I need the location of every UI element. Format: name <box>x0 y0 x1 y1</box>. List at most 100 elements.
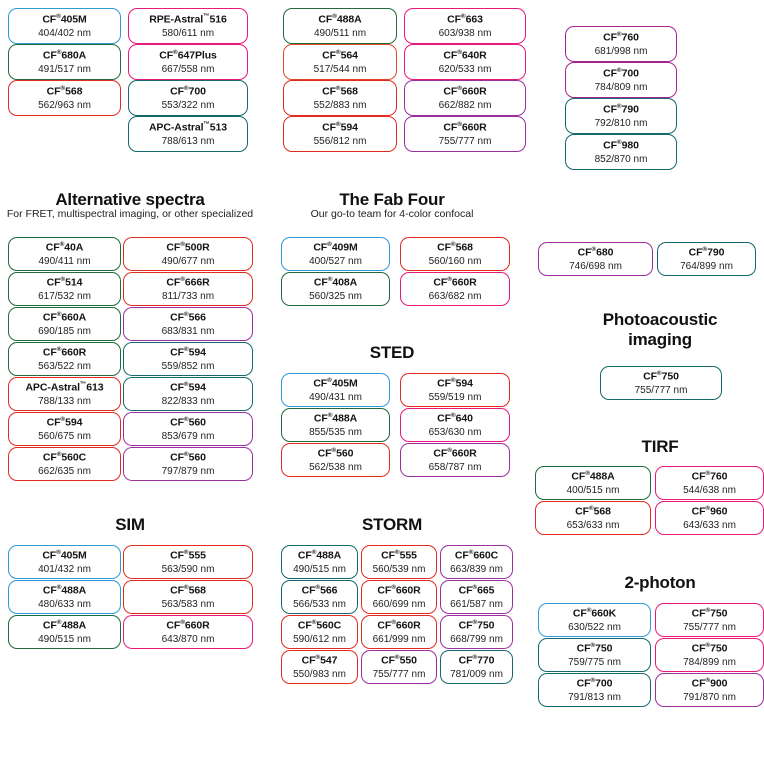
dye-name: CF®640R <box>443 49 486 62</box>
dye-ex-em-spec: 490/515 nm <box>293 563 346 575</box>
dye-ex-em-spec: 590/612 nm <box>293 633 346 645</box>
trademark-symbol: ® <box>335 85 341 93</box>
dye-ex-em-spec: 562/963 nm <box>38 99 91 111</box>
dye-name-base: CF <box>318 13 333 26</box>
dye-name-number: 555 <box>188 549 206 562</box>
dye-name-number: 660R <box>395 619 421 632</box>
trademark-symbol: ® <box>315 654 321 662</box>
dye-name: CF®760 <box>692 470 728 483</box>
dye-ex-em-spec: 563/590 nm <box>161 563 215 575</box>
dye-name: CF®700 <box>170 85 206 98</box>
dye-name-base: CF <box>458 654 473 667</box>
dye-ex-em-spec: 490/411 nm <box>38 255 91 267</box>
dye-name: APC-Astral™613 <box>25 381 103 394</box>
trademark-symbol: ® <box>56 13 61 21</box>
dye-name: CF®488A <box>43 619 86 632</box>
dye-ex-em-spec: 566/533 nm <box>293 598 346 610</box>
dye-name-number: 660R <box>395 584 421 597</box>
trademark-symbol: ® <box>450 412 456 420</box>
dye-name: CF®594 <box>170 381 206 394</box>
dye-name-number: 790 <box>707 246 725 259</box>
dye-ex-em-spec: 491/517 nm <box>38 63 91 75</box>
dye-name: CF®566 <box>170 311 206 324</box>
trademark-symbol: ® <box>183 416 189 424</box>
dye-name-number: 660C <box>473 549 499 562</box>
